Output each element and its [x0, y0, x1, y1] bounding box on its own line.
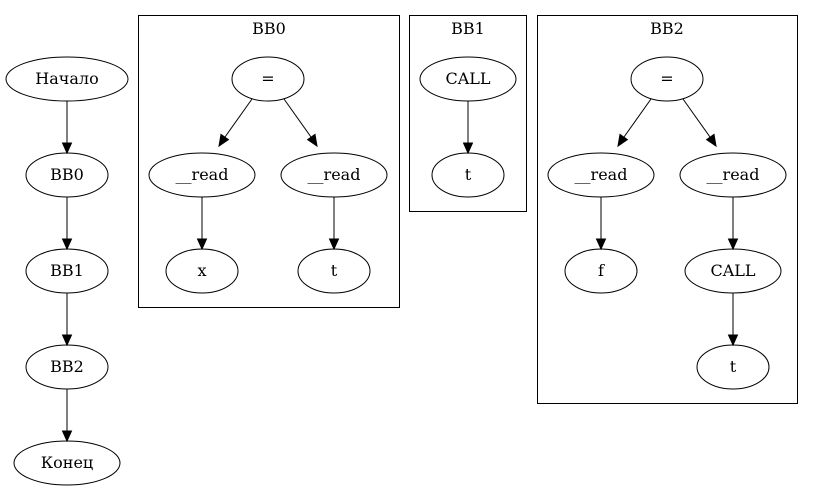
- cluster-bb2-frame: [537, 15, 798, 404]
- edge-bb1-bb2: [61, 293, 73, 347]
- node-end: Конец: [13, 440, 121, 486]
- bb2-assign-label: =: [660, 69, 673, 88]
- bb0-read-left-node: __read: [148, 152, 256, 198]
- node-end-label: Конец: [41, 453, 93, 472]
- bb1-var-t-node: t: [431, 152, 505, 198]
- edge-bb2-end: [61, 389, 73, 443]
- bb2-call-label: CALL: [710, 261, 755, 280]
- bb0-edge-assign-read-left: [218, 98, 253, 148]
- bb2-edge-read-right-call: [727, 197, 739, 251]
- bb0-assign-node: =: [231, 56, 305, 102]
- edge-bb0-bb1: [61, 197, 73, 251]
- bb0-var-t-label: t: [331, 261, 338, 280]
- cluster-bb0-frame: [138, 15, 400, 308]
- cluster-bb2: BB2: [537, 15, 798, 404]
- node-bb2: BB2: [25, 344, 109, 390]
- bb2-assign-node: =: [630, 56, 704, 102]
- bb0-edge-read-left-x: [196, 197, 208, 251]
- node-bb0: BB0: [25, 152, 109, 198]
- bb0-assign-label: =: [261, 69, 274, 88]
- node-bb1-label: BB1: [50, 261, 84, 280]
- cluster-bb1-frame: [409, 15, 527, 212]
- bb0-read-left-label: __read: [176, 165, 229, 184]
- bb2-read-left-node: __read: [547, 152, 655, 198]
- cluster-bb0: BB0: [138, 15, 400, 308]
- bb2-edge-assign-read-right: [682, 98, 717, 148]
- bb0-read-right-node: __read: [280, 152, 388, 198]
- edge-start-bb0: [61, 101, 73, 155]
- bb2-var-f-node: f: [564, 248, 638, 294]
- bb0-var-x-node: x: [165, 248, 239, 294]
- node-start-label: Начало: [35, 69, 98, 88]
- node-start: Начало: [5, 56, 129, 102]
- node-bb2-label: BB2: [50, 357, 84, 376]
- bb2-var-f-label: f: [598, 261, 605, 280]
- bb0-read-right-label: __read: [308, 165, 361, 184]
- cluster-bb1-title: BB1: [451, 19, 485, 38]
- bb1-call-node: CALL: [419, 56, 517, 102]
- bb2-read-right-label: __read: [707, 165, 760, 184]
- cluster-bb2-title: BB2: [650, 19, 684, 38]
- cluster-bb0-title: BB0: [252, 19, 286, 38]
- bb0-var-t-node: t: [297, 248, 371, 294]
- bb2-var-t-label: t: [730, 357, 737, 376]
- bb0-edge-assign-read-right: [283, 98, 318, 148]
- bb2-edge-call-t: [727, 293, 739, 347]
- bb2-call-node: CALL: [684, 248, 782, 294]
- bb1-var-t-label: t: [465, 165, 472, 184]
- bb0-var-x-label: x: [197, 261, 206, 280]
- node-bb1: BB1: [25, 248, 109, 294]
- bb0-edge-read-right-t: [328, 197, 340, 251]
- bb2-var-t-node: t: [696, 344, 770, 390]
- cluster-bb1: BB1: [409, 15, 527, 212]
- bb2-edge-assign-read-left: [617, 98, 652, 148]
- bb2-read-left-label: __read: [575, 165, 628, 184]
- bb2-edge-read-left-f: [595, 197, 607, 251]
- bb1-edge-call-t: [462, 101, 474, 155]
- bb2-read-right-node: __read: [679, 152, 787, 198]
- node-bb0-label: BB0: [50, 165, 84, 184]
- bb1-call-label: CALL: [445, 69, 490, 88]
